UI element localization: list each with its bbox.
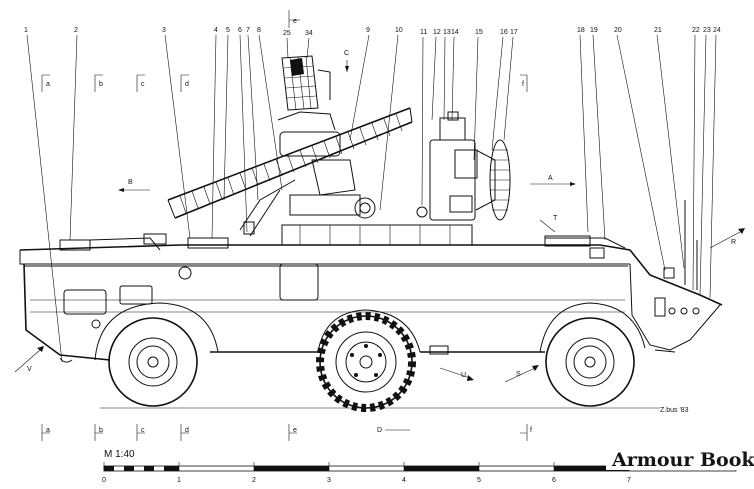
callout-3: 3 xyxy=(162,27,166,34)
callout-9: 9 xyxy=(366,27,370,34)
callout-15: 15 xyxy=(475,29,483,36)
artist-signature: Z.bus '83 xyxy=(660,407,689,414)
view-label-S: S xyxy=(516,371,521,378)
side-hatch-front xyxy=(63,289,107,315)
bottom-section-label-d: d xyxy=(185,427,189,434)
bottom-section-label-b: b xyxy=(99,427,103,434)
scale-tick-6: 6 xyxy=(552,477,556,484)
elevation-wheel xyxy=(354,197,376,219)
turret-base xyxy=(281,224,473,246)
callout-1: 1 xyxy=(24,27,28,34)
radar-antenna-frame xyxy=(277,55,336,131)
callout-numbers: 1 2 3 4 5 6 7 8 25 34 9 10 11 12 13 14 1… xyxy=(24,27,721,37)
scale-tick-0: 0 xyxy=(102,477,106,484)
radar-dish-icon xyxy=(429,111,511,221)
callout-19: 19 xyxy=(590,27,598,34)
section-label-e: e xyxy=(293,18,297,25)
turret-assembly xyxy=(279,131,473,246)
scale-tick-4: 4 xyxy=(402,477,406,484)
callout-5: 5 xyxy=(226,27,230,34)
scale-tick-2: 2 xyxy=(252,477,256,484)
wheel-rear xyxy=(545,317,635,407)
view-label-U: U xyxy=(461,372,466,379)
callout-8: 8 xyxy=(257,27,261,34)
scale-tick-5: 5 xyxy=(477,477,481,484)
callout-20: 20 xyxy=(614,27,622,34)
scale-tick-1: 1 xyxy=(177,477,181,484)
section-label-f: f xyxy=(522,81,524,88)
callout-leader-lines xyxy=(26,34,717,363)
section-label-a: a xyxy=(46,81,50,88)
callout-34: 34 xyxy=(305,30,313,37)
callout-4: 4 xyxy=(214,27,218,34)
launcher-icon xyxy=(167,107,413,237)
bottom-section-label-a: a xyxy=(46,427,50,434)
side-hatch-center xyxy=(279,263,319,301)
step-plate xyxy=(429,345,449,355)
view-label-R: R xyxy=(731,239,736,246)
callout-13: 13 xyxy=(443,29,451,36)
top-section-markers: a b c d e f xyxy=(41,10,528,92)
callout-18: 18 xyxy=(577,27,585,34)
callout-14: 14 xyxy=(451,29,459,36)
vehicle-hull xyxy=(19,233,723,361)
section-label-c: c xyxy=(141,81,145,88)
view-label-T: T xyxy=(553,215,558,222)
callout-7: 7 xyxy=(246,27,250,34)
wheel-front xyxy=(108,317,198,407)
bottom-section-label-f: f xyxy=(530,427,532,434)
hull-port-1 xyxy=(91,319,101,329)
view-arrows: C B A T R V U S xyxy=(14,50,745,383)
wheel-icon xyxy=(59,312,676,412)
callout-16: 16 xyxy=(500,29,508,36)
view-label-V: V xyxy=(27,366,32,373)
scale-label: M 1:40 xyxy=(104,449,135,460)
callout-10: 10 xyxy=(395,27,403,34)
bottom-section-label-D: D xyxy=(377,427,382,434)
wheel-middle xyxy=(316,312,416,412)
callout-6: 6 xyxy=(238,27,242,34)
callout-25: 25 xyxy=(283,30,291,37)
view-label-C: C xyxy=(344,50,349,57)
callout-2: 2 xyxy=(74,27,78,34)
callout-12: 12 xyxy=(433,29,441,36)
scale-tick-3: 3 xyxy=(327,477,331,484)
view-label-A: A xyxy=(548,175,553,182)
watermark-logo: Armour Book xyxy=(611,449,754,471)
bottom-section-markers: a b c d e D f xyxy=(41,424,532,441)
callout-21: 21 xyxy=(654,27,662,34)
bottom-section-label-e: e xyxy=(293,427,297,434)
bottom-section-label-c: c xyxy=(141,427,145,434)
section-label-b: b xyxy=(99,81,103,88)
hull-emblem xyxy=(178,266,192,280)
callout-23: 23 xyxy=(703,27,711,34)
view-label-B: B xyxy=(128,179,133,186)
callout-17: 17 xyxy=(510,29,518,36)
antenna-icon xyxy=(663,200,698,290)
callout-22: 22 xyxy=(692,27,700,34)
callout-24: 24 xyxy=(713,27,721,34)
side-hatch-mid xyxy=(119,285,153,305)
scale-tick-7: 7 xyxy=(627,477,631,484)
callout-11: 11 xyxy=(420,29,427,36)
section-label-d: d xyxy=(185,81,189,88)
